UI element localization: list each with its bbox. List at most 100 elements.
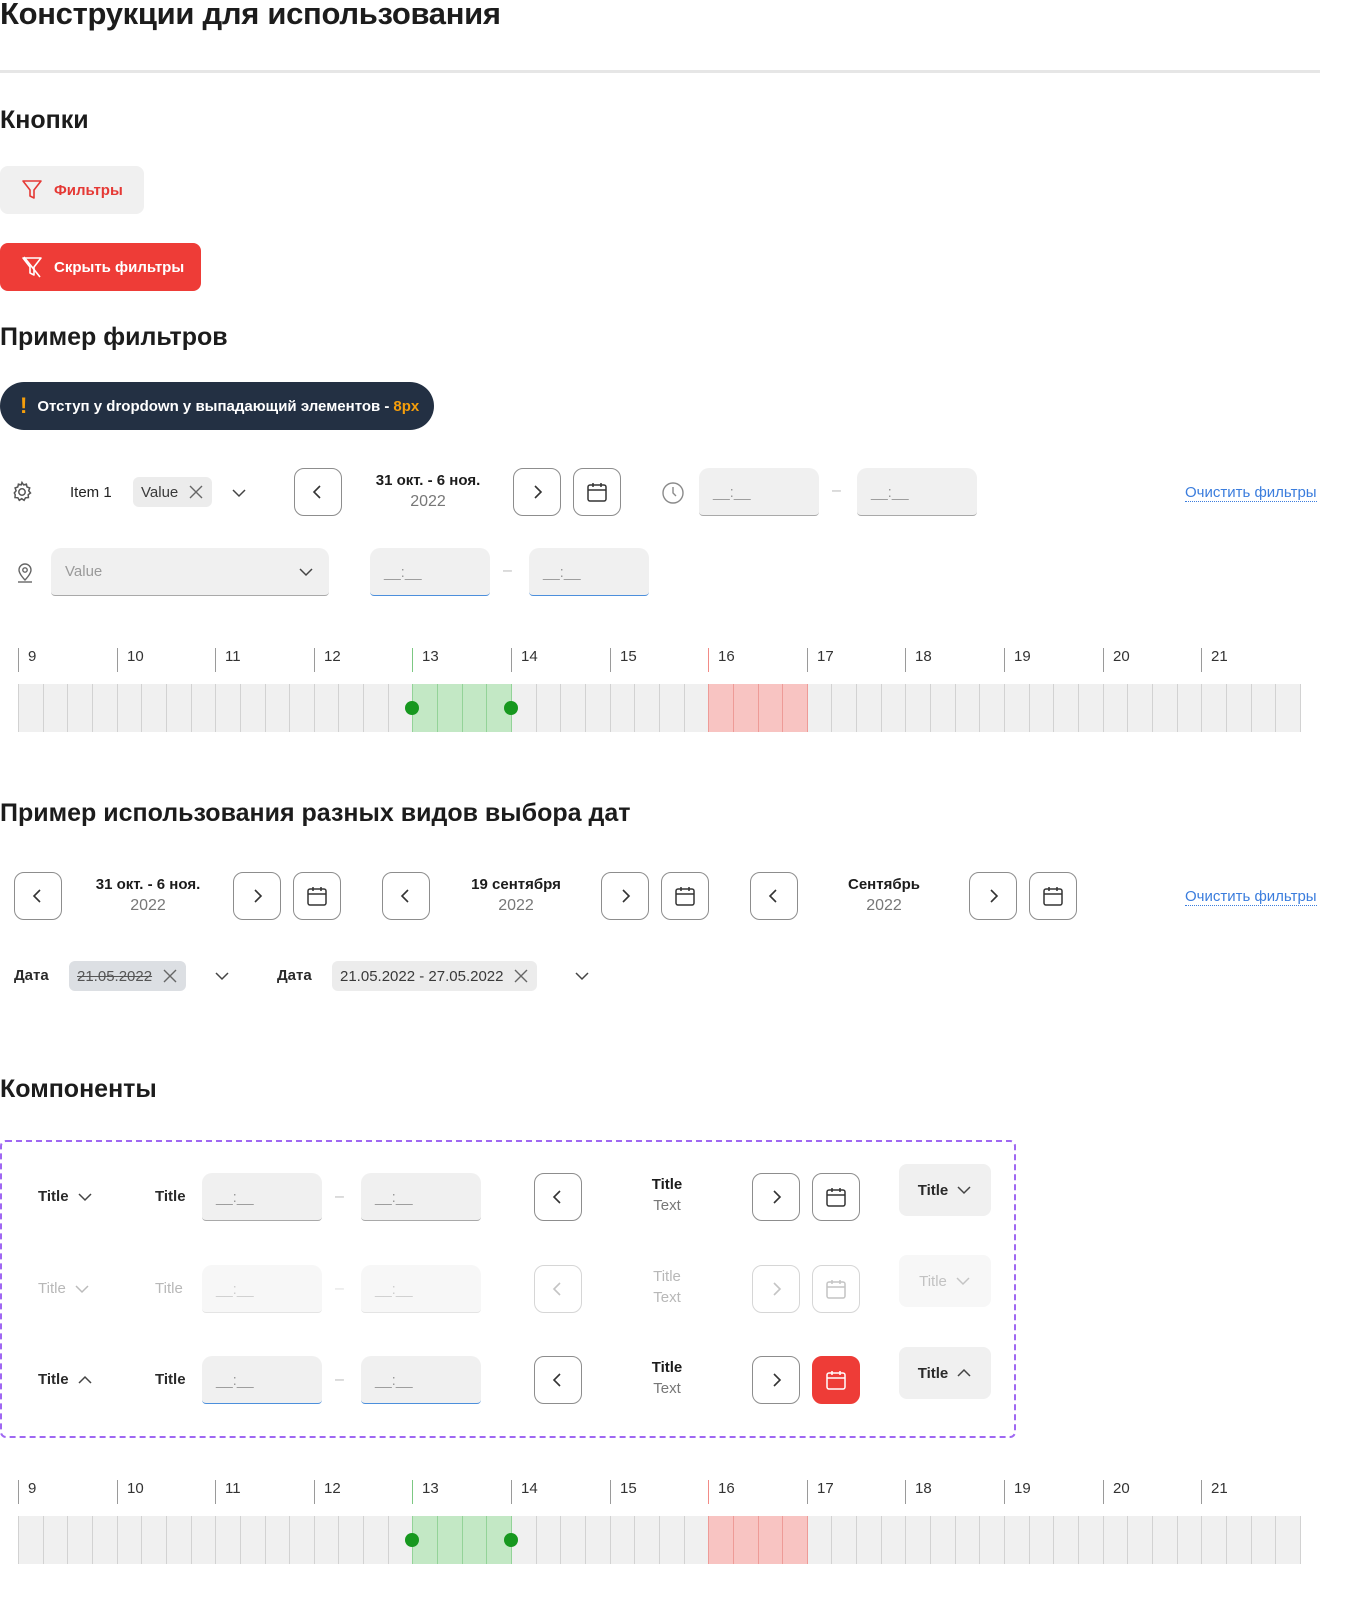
timeline-slot-line bbox=[1152, 1516, 1153, 1564]
hide-filters-button[interactable]: Скрыть фильтры bbox=[0, 243, 201, 291]
timeline-tick bbox=[1004, 1480, 1005, 1504]
timeline-slot-line bbox=[92, 1516, 93, 1564]
timeline-bar-2[interactable] bbox=[18, 1516, 1301, 1564]
timeline-slot-line bbox=[1004, 1516, 1005, 1564]
range-handle[interactable] bbox=[504, 1533, 518, 1547]
timeline-slot-line bbox=[437, 684, 438, 732]
chevron-down-icon[interactable] bbox=[230, 484, 248, 507]
range-handle[interactable] bbox=[405, 1533, 419, 1547]
comp-dropdown-label: Title bbox=[917, 1181, 949, 1199]
next-month-button[interactable] bbox=[969, 872, 1017, 920]
filters-button[interactable]: Фильтры bbox=[0, 166, 144, 214]
timeline-bar[interactable] bbox=[18, 684, 1301, 732]
timeline-tick bbox=[511, 648, 512, 672]
value-chip[interactable]: Value bbox=[133, 477, 213, 507]
chevron-down-icon[interactable] bbox=[573, 967, 591, 990]
title-dropdown-default[interactable]: Title bbox=[38, 1188, 93, 1205]
timeline-slot-line bbox=[1029, 1516, 1030, 1564]
timeline-slot-line bbox=[659, 1516, 660, 1564]
calendar-button[interactable] bbox=[573, 468, 621, 516]
chevron-left-icon bbox=[552, 1282, 561, 1296]
clear-filters-link-2[interactable]: Очистить фильтры bbox=[1185, 888, 1317, 906]
week-picker-display: 31 окт. - 6 ноя. 2022 bbox=[76, 876, 220, 915]
prev-week-button[interactable] bbox=[294, 468, 342, 516]
comp-prev-button[interactable] bbox=[534, 1173, 582, 1221]
prev-day-button[interactable] bbox=[382, 872, 430, 920]
time-to-input[interactable]: __:__ bbox=[857, 468, 977, 516]
time-to-input-2[interactable]: __:__ bbox=[529, 548, 649, 596]
chevron-right-icon bbox=[773, 1282, 782, 1296]
location-select[interactable]: Value bbox=[51, 548, 329, 596]
comp-prev-button-active[interactable] bbox=[534, 1356, 582, 1404]
title-dropdown-open[interactable]: Title bbox=[38, 1371, 93, 1388]
next-day-button[interactable] bbox=[601, 872, 649, 920]
timeline-hour-label: 15 bbox=[620, 1480, 637, 1497]
comp-calendar-button[interactable] bbox=[812, 1173, 860, 1221]
timeline-slot-line bbox=[1127, 684, 1128, 732]
comp-dropdown-button[interactable]: Title bbox=[899, 1164, 991, 1216]
prev-week-button-2[interactable] bbox=[14, 872, 62, 920]
section-title-components: Компоненты bbox=[0, 1075, 157, 1103]
timeline-slot-line bbox=[634, 1516, 635, 1564]
timeline-slot-line bbox=[363, 684, 364, 732]
calendar-icon bbox=[826, 1280, 846, 1299]
timeline-slot-line bbox=[955, 1516, 956, 1564]
comp-next-button[interactable] bbox=[752, 1173, 800, 1221]
week-picker-year: 2022 bbox=[130, 897, 166, 914]
calendar-icon bbox=[826, 1371, 846, 1390]
comp-time-to[interactable]: __:__ bbox=[361, 1173, 481, 1221]
calendar-button-4[interactable] bbox=[1029, 872, 1077, 920]
comp-next-button-active[interactable] bbox=[752, 1356, 800, 1404]
timeline-hour-label: 15 bbox=[620, 648, 637, 665]
timeline-slot-line bbox=[782, 684, 783, 732]
comp-time-to-active[interactable]: __:__ bbox=[361, 1356, 481, 1404]
timeline-slot-line bbox=[265, 684, 266, 732]
timeline-slot-line bbox=[166, 1516, 167, 1564]
time-from-input-2[interactable]: __:__ bbox=[370, 548, 490, 596]
comp-calendar-button-active[interactable] bbox=[812, 1356, 860, 1404]
close-icon[interactable] bbox=[188, 484, 204, 500]
filter-off-icon bbox=[20, 255, 44, 279]
timeline-hour-label: 19 bbox=[1014, 1480, 1031, 1497]
range-handle[interactable] bbox=[405, 701, 419, 715]
date-chip-1[interactable]: 21.05.2022 bbox=[69, 961, 187, 991]
calendar-button-3[interactable] bbox=[661, 872, 709, 920]
timeline-slot-line bbox=[215, 1516, 216, 1564]
timeline-slot-line bbox=[1078, 684, 1079, 732]
comp-dropdown-button-open[interactable]: Title bbox=[899, 1347, 991, 1399]
next-week-button[interactable] bbox=[513, 468, 561, 516]
timeline-slot-line bbox=[1251, 1516, 1252, 1564]
date-chip-2[interactable]: 21.05.2022 - 27.05.2022 bbox=[332, 961, 538, 991]
comp-dash-active: – bbox=[335, 1371, 344, 1388]
timeline-tick bbox=[314, 1480, 315, 1504]
next-week-button-2[interactable] bbox=[233, 872, 281, 920]
time-from-input[interactable]: __:__ bbox=[699, 468, 819, 516]
timeline-tick bbox=[117, 648, 118, 672]
timeline-hour-label: 20 bbox=[1113, 648, 1130, 665]
comp-time-from[interactable]: __:__ bbox=[202, 1173, 322, 1221]
timeline-slot-line bbox=[831, 684, 832, 732]
timeline-slot-line bbox=[733, 1516, 734, 1564]
timeline-slot-line bbox=[437, 1516, 438, 1564]
week-range: 31 окт. - 6 ноя. bbox=[375, 472, 481, 489]
comp-time-from-active[interactable]: __:__ bbox=[202, 1356, 322, 1404]
timeline-hour-label: 11 bbox=[225, 648, 241, 665]
calendar-button-2[interactable] bbox=[293, 872, 341, 920]
close-icon[interactable] bbox=[162, 968, 178, 984]
close-icon[interactable] bbox=[513, 968, 529, 984]
gear-icon[interactable] bbox=[10, 480, 34, 504]
prev-month-button[interactable] bbox=[750, 872, 798, 920]
timeline-slot-line bbox=[43, 684, 44, 732]
hide-filters-label: Скрыть фильтры bbox=[54, 258, 185, 276]
timeline-slot-line bbox=[1177, 1516, 1178, 1564]
clear-filters-link[interactable]: Очистить фильтры bbox=[1185, 484, 1317, 502]
chevron-down-icon[interactable] bbox=[213, 967, 231, 990]
comp-calendar-button-disabled bbox=[812, 1265, 860, 1313]
timeline-hour-label: 13 bbox=[422, 1480, 439, 1497]
timeline-slot-line bbox=[807, 684, 808, 732]
range-handle[interactable] bbox=[504, 701, 518, 715]
timeline-tick bbox=[708, 1480, 709, 1504]
chevron-left-icon bbox=[32, 889, 41, 903]
